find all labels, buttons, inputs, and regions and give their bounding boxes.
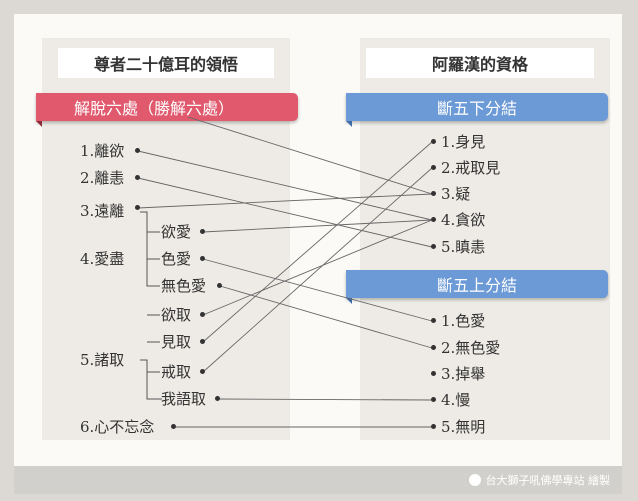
ribbon-fold-upper xyxy=(346,298,352,304)
link-detachment-to-greed xyxy=(137,150,433,221)
upper-fetter-1: 1.色愛 xyxy=(441,312,486,330)
dot-lower-4 xyxy=(431,217,436,222)
lower-fetter-1: 1.身見 xyxy=(441,133,486,151)
ribbon-liberation-six-spheres: 解脫六處（勝解六處） xyxy=(36,93,298,121)
dot-clinging-3 xyxy=(200,369,205,374)
link-nonhatred-to-hatred xyxy=(137,177,433,248)
clinging-sub-4: 我語取 xyxy=(161,390,207,408)
ribbon-text-post: 六處） xyxy=(186,99,235,118)
dot-lower-3 xyxy=(431,191,436,196)
left-item-2: 2.離恚 xyxy=(80,169,125,187)
link-rite-clinging xyxy=(202,167,433,373)
lion-logo-icon xyxy=(468,474,481,486)
upper-fetter-2: 2.無色愛 xyxy=(441,339,501,357)
craving-sub-3: 無色愛 xyxy=(161,277,207,295)
dot-upper-1 xyxy=(431,318,436,323)
link-view-clinging-to-self-view xyxy=(202,141,433,343)
ribbon-lower-fetters: 斷五下分結 xyxy=(346,93,608,121)
dot-left-3 xyxy=(135,205,140,210)
dot-upper-4 xyxy=(431,397,436,402)
ribbon-upper-fetters: 斷五上分結 xyxy=(346,270,608,298)
ribbon-text-pre: 解脫六處（ xyxy=(74,99,155,118)
dot-upper-5 xyxy=(431,424,436,429)
clinging-sub-2: 見取 xyxy=(161,333,192,351)
bracket-clinging xyxy=(140,314,162,400)
clinging-sub-3: 戒取 xyxy=(161,363,192,381)
ribbon-text-highlight: 勝解 xyxy=(154,99,187,118)
left-item-3: 3.遠離 xyxy=(80,202,125,220)
link-formless-craving xyxy=(219,285,433,349)
left-item-4: 4.愛盡 xyxy=(80,250,125,268)
lower-fetter-4: 4.貪欲 xyxy=(441,211,486,229)
left-title: 尊者二十億耳的領悟 xyxy=(58,48,274,78)
link-seclusion-to-doubt xyxy=(137,193,433,209)
dot-left-6 xyxy=(171,424,176,429)
ribbon-fold-lower xyxy=(346,121,352,127)
ribbon-fold-left xyxy=(36,121,42,127)
link-sense-clinging-to-greed xyxy=(202,219,433,316)
dot-clinging-2 xyxy=(200,339,205,344)
craving-sub-2: 色愛 xyxy=(161,250,192,268)
footer-credit: 台大獅子吼佛學專站 繪製 xyxy=(485,474,611,487)
left-item-6: 6.心不忘念 xyxy=(80,418,155,436)
upper-fetter-5: 5.無明 xyxy=(441,418,486,436)
lower-fetter-5: 5.瞋恚 xyxy=(441,238,486,256)
footer-bar: 台大獅子吼佛學專站 繪製 xyxy=(14,466,622,494)
left-item-1: 1.離欲 xyxy=(80,142,125,160)
bracket-craving xyxy=(140,211,160,287)
dot-craving-1 xyxy=(200,229,205,234)
dot-upper-2 xyxy=(431,345,436,350)
dot-craving-3 xyxy=(217,283,222,288)
left-item-5: 5.諸取 xyxy=(80,351,125,369)
dot-lower-1 xyxy=(431,139,436,144)
lower-fetter-2: 2.戒取見 xyxy=(441,159,501,177)
dot-upper-3 xyxy=(431,371,436,376)
link-form-craving-to-form-craving xyxy=(202,258,433,322)
upper-fetter-3: 3.掉舉 xyxy=(441,365,486,383)
lower-fetter-3: 3.疑 xyxy=(441,185,471,203)
link-sense-craving-to-greed xyxy=(202,219,433,233)
upper-fetter-4: 4.慢 xyxy=(441,391,471,409)
dot-lower-2 xyxy=(431,165,436,170)
right-title: 阿羅漢的資格 xyxy=(366,48,594,78)
clinging-sub-1: 欲取 xyxy=(161,306,192,324)
dot-clinging-4 xyxy=(215,396,220,401)
dot-left-1 xyxy=(135,148,140,153)
dot-lower-5 xyxy=(431,244,436,249)
craving-sub-1: 欲愛 xyxy=(161,223,192,241)
dot-clinging-1 xyxy=(200,312,205,317)
link-ribbon-to-doubt xyxy=(187,116,433,195)
link-self-doctrine-to-conceit xyxy=(217,398,433,401)
dot-left-2 xyxy=(135,175,140,180)
dot-craving-2 xyxy=(200,256,205,261)
